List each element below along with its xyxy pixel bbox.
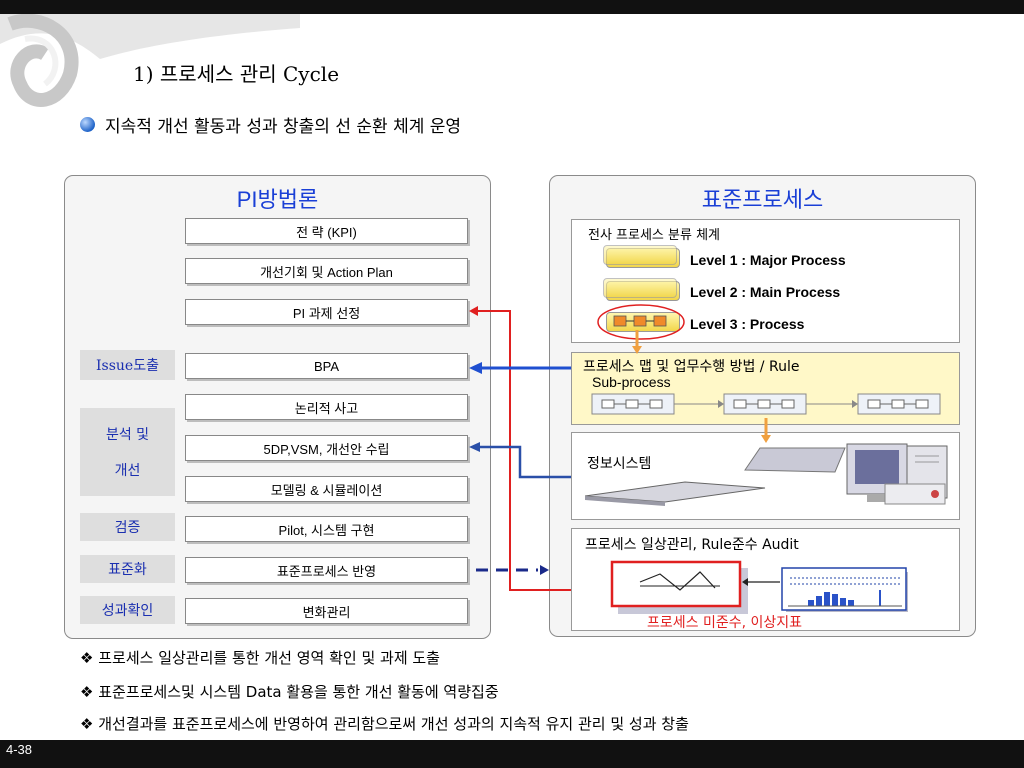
subtitle: 지속적 개선 활동과 성과 창출의 선 순환 체계 운영	[80, 112, 461, 137]
step-logical-thinking: 논리적 사고	[185, 394, 468, 420]
level3-highlight	[597, 304, 685, 340]
pi-methodology-title: PI방법론	[236, 187, 319, 212]
side-label-verify: 검증	[80, 513, 175, 541]
side-label-result: 성과확인	[80, 596, 175, 624]
note-marker-icon: ❖	[80, 683, 94, 701]
note-3: ❖ 개선결과를 표준프로세스에 반영하여 관리함으로써 개선 성과의 지속적 유…	[80, 713, 689, 734]
level1-label: Level 1 : Major Process	[690, 252, 846, 268]
side-label-analysis-line1: 분석 및	[105, 427, 150, 443]
side-label-issue: Issue도출	[80, 350, 175, 380]
side-label-analysis: 분석 및 개선	[80, 408, 175, 496]
sub-process-group-1	[591, 393, 675, 415]
note-2-text: 표준프로세스및 시스템 Data 활용을 통한 개선 활동에 역량집중	[98, 683, 499, 701]
level3-label: Level 3 : Process	[690, 316, 805, 332]
step-pi-task-selection: PI 과제 선정	[185, 299, 468, 325]
step-modeling-simulation: 모델링 & 시뮬레이션	[185, 476, 468, 502]
bottom-bar	[0, 740, 1024, 768]
level2-label: Level 2 : Main Process	[690, 284, 841, 300]
note-marker-icon: ❖	[80, 649, 94, 667]
note-1-text: 프로세스 일상관리를 통한 개선 영역 확인 및 과제 도출	[98, 649, 440, 667]
level1-bar-shadow	[603, 245, 677, 265]
classification-heading: 전사 프로세스 분류 체계	[588, 228, 720, 243]
step-change-management: 변화관리	[185, 598, 468, 624]
side-label-analysis-line2: 개선	[114, 463, 141, 479]
note-marker-icon: ❖	[80, 715, 94, 733]
sub-process-flow	[591, 393, 941, 415]
note-1: ❖ 프로세스 일상관리를 통한 개선 영역 확인 및 과제 도출	[80, 647, 440, 668]
step-strategy: 전 략 (KPI)	[185, 218, 468, 244]
decorative-brush-graphic	[0, 14, 300, 107]
computer-icon	[585, 443, 948, 506]
audit-heading: 프로세스 일상관리, Rule준수 Audit	[585, 537, 799, 553]
note-2: ❖ 표준프로세스및 시스템 Data 활용을 통한 개선 활동에 역량집중	[80, 681, 499, 702]
sub-process-group-2	[723, 393, 807, 415]
process-map-line1: 프로세스 맵 및 업무수행 방법 / Rule	[583, 359, 800, 375]
step-standard-process: 표준프로세스 반영	[185, 557, 468, 583]
note-3-text: 개선결과를 표준프로세스에 반영하여 관리함으로써 개선 성과의 지속적 유지 …	[98, 715, 689, 733]
top-bar	[0, 0, 1024, 14]
step-5dp-vsm: 5DP,VSM, 개선안 수립	[185, 435, 468, 461]
sub-process-group-3	[857, 393, 941, 415]
audit-charts	[610, 560, 908, 614]
info-system-label: 정보시스템	[585, 452, 654, 474]
page-number: 4-38	[6, 742, 33, 757]
subtitle-text: 지속적 개선 활동과 성과 창출의 선 순환 체계 운영	[105, 117, 462, 137]
bullet-icon	[80, 117, 95, 132]
process-map-line2: Sub-process	[592, 374, 671, 390]
red-feedback-arrow	[478, 310, 571, 591]
slide-title: 1) 프로세스 관리 Cycle	[133, 62, 340, 86]
standard-process-title: 표준프로세스	[701, 187, 824, 212]
blue-system-arrow	[478, 445, 571, 479]
step-bpa: BPA	[185, 353, 468, 379]
level2-bar-shadow	[603, 278, 677, 298]
step-pilot-system: Pilot, 시스템 구현	[185, 516, 468, 542]
audit-warning: 프로세스 미준수, 이상지표	[647, 615, 803, 631]
side-label-standardize: 표준화	[80, 555, 175, 583]
step-improvement-action-plan: 개선기회 및 Action Plan	[185, 258, 468, 284]
